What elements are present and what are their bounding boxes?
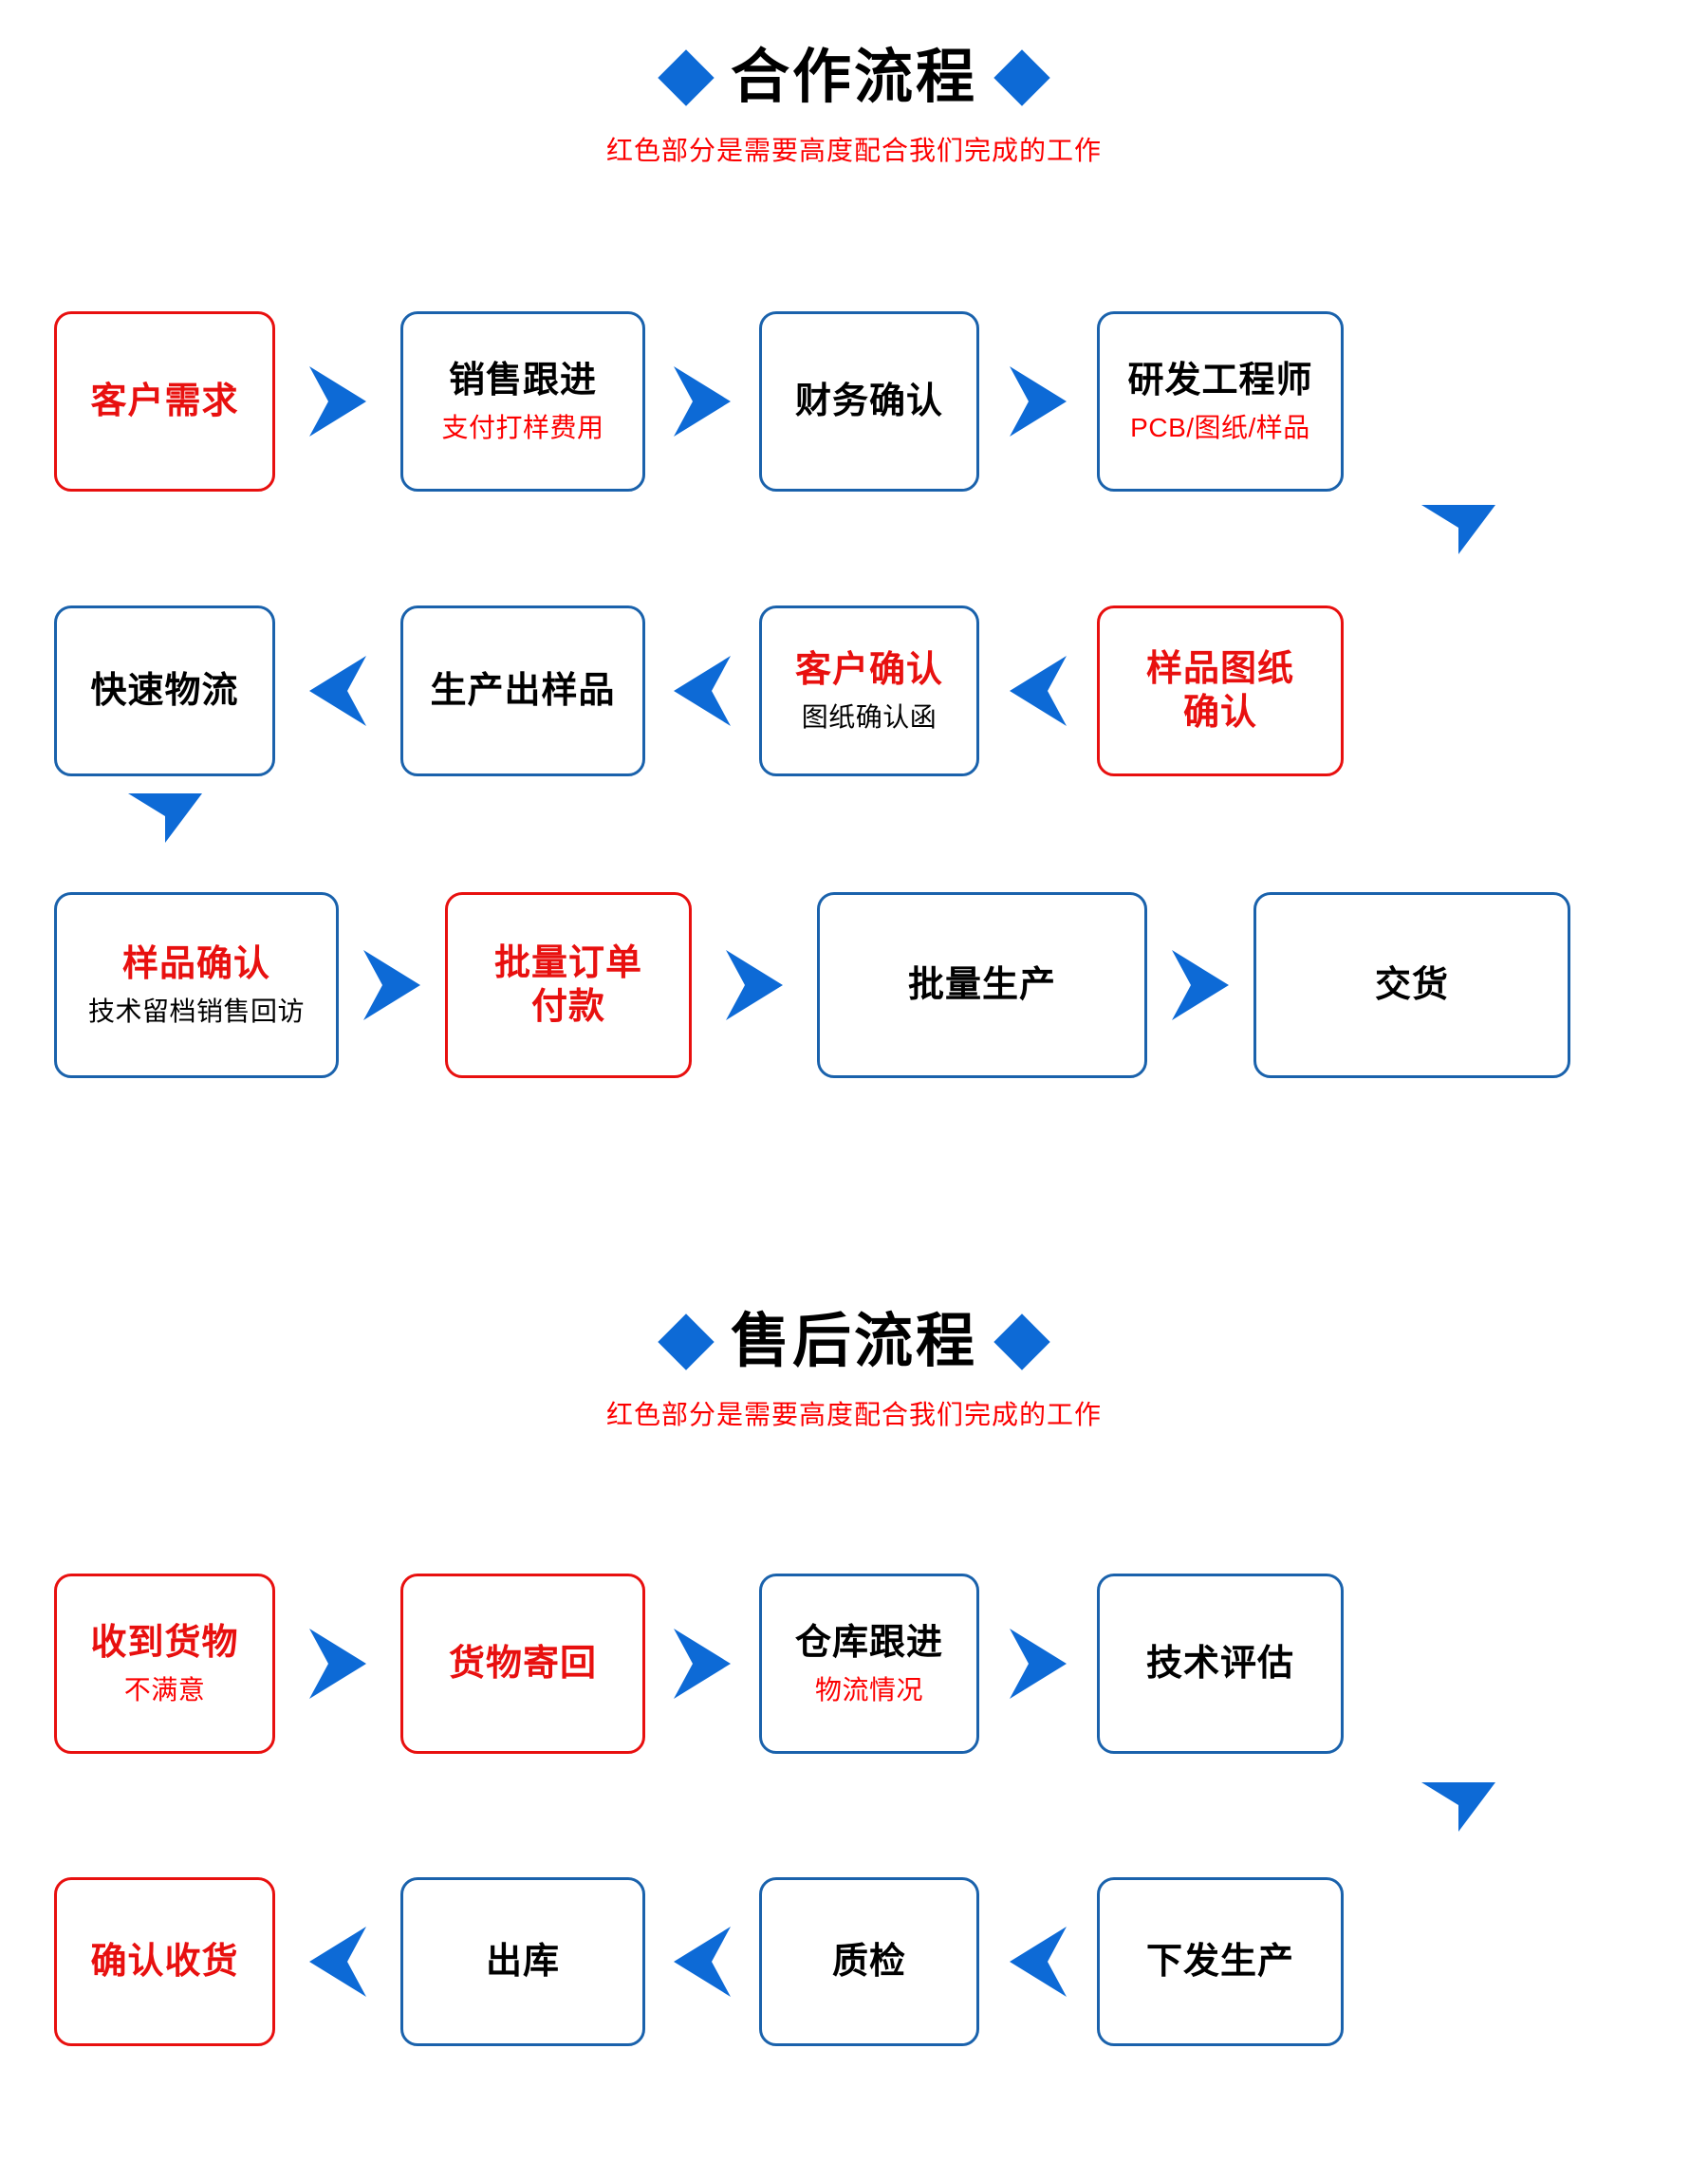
cooperation-row-2: 快速物流 生产出样品 客户确认 图纸确认函 xyxy=(0,605,1708,776)
cooperation-row-1: 客户需求 销售跟进 支付打样费用 财务确认 xyxy=(0,311,1708,492)
node-title: 质检 xyxy=(831,1941,906,1982)
node-title: 下发生产 xyxy=(1145,1941,1294,1982)
arrow-left-icon xyxy=(304,650,372,732)
arrow-down-icon xyxy=(1418,1779,1499,1835)
node-sample-drawing-confirm[interactable]: 样品图纸 确认 xyxy=(1097,605,1344,776)
node-subtitle: 支付打样费用 xyxy=(441,412,604,442)
arrow-right-icon xyxy=(668,361,736,442)
node-produce-sample[interactable]: 生产出样品 xyxy=(400,605,645,776)
cooperation-row-3: 样品确认 技术留档销售回访 批量订单 付款 批量生产 xyxy=(0,892,1708,1078)
node-title: 出库 xyxy=(485,1941,560,1982)
aftersales-row-2: 确认收货 出库 质检 下发生产 xyxy=(0,1877,1708,2046)
node-customer-confirm[interactable]: 客户确认 图纸确认函 xyxy=(759,605,979,776)
node-warehouse-followup[interactable]: 仓库跟进 物流情况 xyxy=(759,1574,979,1754)
section-subtitle-cooperation: 红色部分是需要高度配合我们完成的工作 xyxy=(605,136,1102,166)
node-finance-confirm[interactable]: 财务确认 xyxy=(759,311,979,492)
section-cooperation-header: 合作流程 红色部分是需要高度配合我们完成的工作 xyxy=(0,45,1708,167)
node-rnd-engineer[interactable]: 研发工程师 PCB/图纸/样品 xyxy=(1097,311,1344,492)
section-aftersales-header: 售后流程 红色部分是需要高度配合我们完成的工作 xyxy=(0,1309,1708,1431)
section-title-text: 合作流程 xyxy=(730,45,977,110)
node-goods-received[interactable]: 收到货物 不满意 xyxy=(54,1574,275,1754)
node-title: 样品确认 xyxy=(121,944,270,985)
node-title: 客户需求 xyxy=(90,381,239,421)
arrow-right-icon xyxy=(1004,1623,1072,1705)
node-subtitle: 不满意 xyxy=(123,1674,206,1705)
node-bulk-production[interactable]: 批量生产 xyxy=(817,892,1147,1078)
node-title: 快速物流 xyxy=(90,670,239,711)
node-sample-confirm[interactable]: 样品确认 技术留档销售回访 xyxy=(54,892,339,1078)
diamond-bullet-icon-left xyxy=(658,49,715,106)
arrow-right-icon xyxy=(304,361,372,442)
node-customer-requirement[interactable]: 客户需求 xyxy=(54,311,275,492)
aftersales-row-1: 收到货物 不满意 货物寄回 仓库跟进 物流情况 xyxy=(0,1574,1708,1754)
node-sales-followup[interactable]: 销售跟进 支付打样费用 xyxy=(400,311,645,492)
node-title: 确认收货 xyxy=(90,1941,239,1982)
node-confirm-receipt[interactable]: 确认收货 xyxy=(54,1877,275,2046)
node-issue-production[interactable]: 下发生产 xyxy=(1097,1877,1344,2046)
node-title: 财务确认 xyxy=(794,381,943,421)
node-goods-returned[interactable]: 货物寄回 xyxy=(400,1574,645,1754)
section-title-text: 售后流程 xyxy=(730,1309,977,1374)
arrow-down-icon xyxy=(1418,501,1499,558)
node-title: 生产出样品 xyxy=(430,670,616,711)
arrow-right-icon xyxy=(668,1623,736,1705)
node-subtitle: 技术留档销售回访 xyxy=(87,996,305,1026)
node-subtitle: 物流情况 xyxy=(814,1674,923,1705)
arrow-left-icon xyxy=(1004,1921,1072,2003)
arrow-right-icon xyxy=(358,944,426,1026)
arrow-left-icon xyxy=(668,1921,736,2003)
node-title: 技术评估 xyxy=(1145,1643,1294,1684)
node-title: 交货 xyxy=(1374,964,1449,1005)
arrow-right-icon xyxy=(304,1623,372,1705)
arrow-right-icon xyxy=(1166,944,1235,1026)
node-outbound[interactable]: 出库 xyxy=(400,1877,645,2046)
node-title: 收到货物 xyxy=(90,1623,239,1664)
arrow-down-icon xyxy=(124,790,206,847)
node-title: 样品图纸 确认 xyxy=(1145,648,1294,733)
node-title: 研发工程师 xyxy=(1127,361,1313,401)
node-subtitle: PCB/图纸/样品 xyxy=(1130,412,1310,442)
node-title: 批量订单 付款 xyxy=(493,942,642,1027)
arrow-left-icon xyxy=(304,1921,372,2003)
node-title: 销售跟进 xyxy=(448,361,597,401)
arrow-right-icon xyxy=(720,944,789,1026)
node-title: 客户确认 xyxy=(794,650,943,691)
node-fast-logistics[interactable]: 快速物流 xyxy=(54,605,275,776)
arrow-left-icon xyxy=(668,650,736,732)
section-title-aftersales: 售后流程 xyxy=(0,1309,1708,1374)
node-bulk-order-payment[interactable]: 批量订单 付款 xyxy=(445,892,692,1078)
arrow-left-icon xyxy=(1004,650,1072,732)
section-subtitle-aftersales: 红色部分是需要高度配合我们完成的工作 xyxy=(605,1400,1102,1430)
node-subtitle: 图纸确认函 xyxy=(801,701,938,732)
arrow-right-icon xyxy=(1004,361,1072,442)
section-title-cooperation: 合作流程 xyxy=(0,45,1708,110)
node-delivery[interactable]: 交货 xyxy=(1253,892,1570,1078)
node-quality-inspection[interactable]: 质检 xyxy=(759,1877,979,2046)
diamond-bullet-icon-left xyxy=(658,1313,715,1370)
node-title: 货物寄回 xyxy=(448,1643,597,1684)
node-technical-assessment[interactable]: 技术评估 xyxy=(1097,1574,1344,1754)
diamond-bullet-icon-right xyxy=(993,49,1050,106)
diamond-bullet-icon-right xyxy=(993,1313,1050,1370)
node-title: 仓库跟进 xyxy=(794,1623,943,1664)
node-title: 批量生产 xyxy=(907,964,1056,1005)
